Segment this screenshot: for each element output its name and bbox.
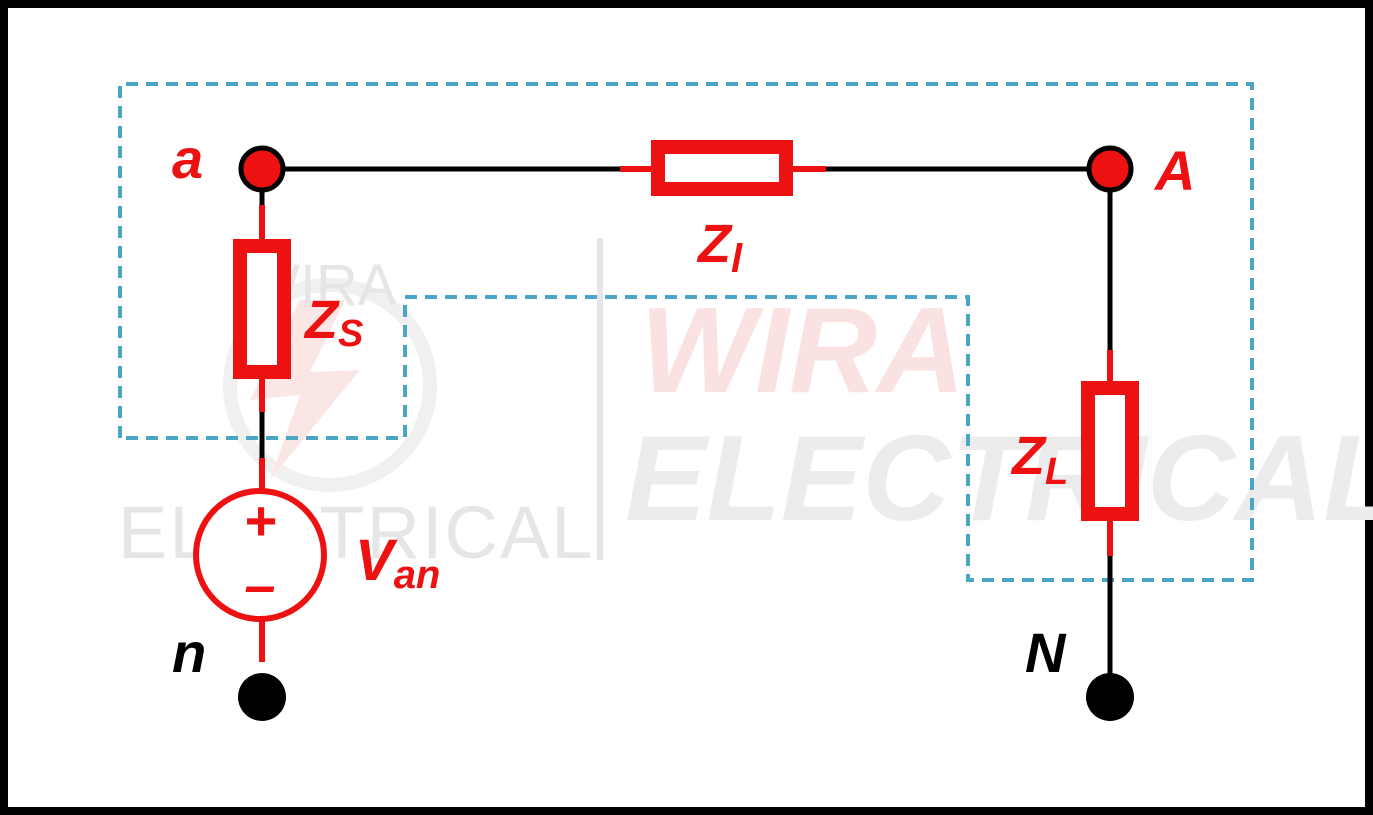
- vsrc-label: Van: [355, 528, 440, 597]
- zload-resistor: [1081, 381, 1139, 521]
- zs-resistor: [233, 239, 291, 379]
- node-N-label: N: [1025, 621, 1067, 684]
- zline-resistor: [651, 140, 793, 196]
- source-line-boundary: [118, 82, 1254, 582]
- zload-label: ZL: [1010, 426, 1068, 493]
- zs-label: ZS: [303, 290, 363, 355]
- node-N: [1086, 673, 1134, 721]
- vsrc-plus: +: [244, 489, 277, 552]
- vsrc-circle: [193, 488, 327, 622]
- boundary-lines: [118, 82, 1254, 582]
- watermark-right-top: WIRA: [640, 282, 965, 418]
- vsrc-minus: –: [244, 553, 275, 616]
- watermark-right-bottom: ELECTRICAL: [625, 410, 1373, 546]
- node-a-label: a: [172, 127, 203, 190]
- nodes: [238, 145, 1134, 721]
- node-a: [238, 145, 286, 193]
- voltage-source: + – Van: [193, 458, 440, 662]
- line-impedance: Zl: [620, 140, 826, 281]
- source-impedance: ZS: [233, 205, 363, 412]
- node-n-label: n: [172, 621, 206, 684]
- watermark-logo-ring: [223, 278, 437, 492]
- zline-label: Zl: [696, 214, 743, 281]
- node-A-label: A: [1153, 139, 1195, 202]
- node-n: [238, 673, 286, 721]
- node-A: [1086, 145, 1134, 193]
- load-impedance: ZL: [1010, 350, 1139, 556]
